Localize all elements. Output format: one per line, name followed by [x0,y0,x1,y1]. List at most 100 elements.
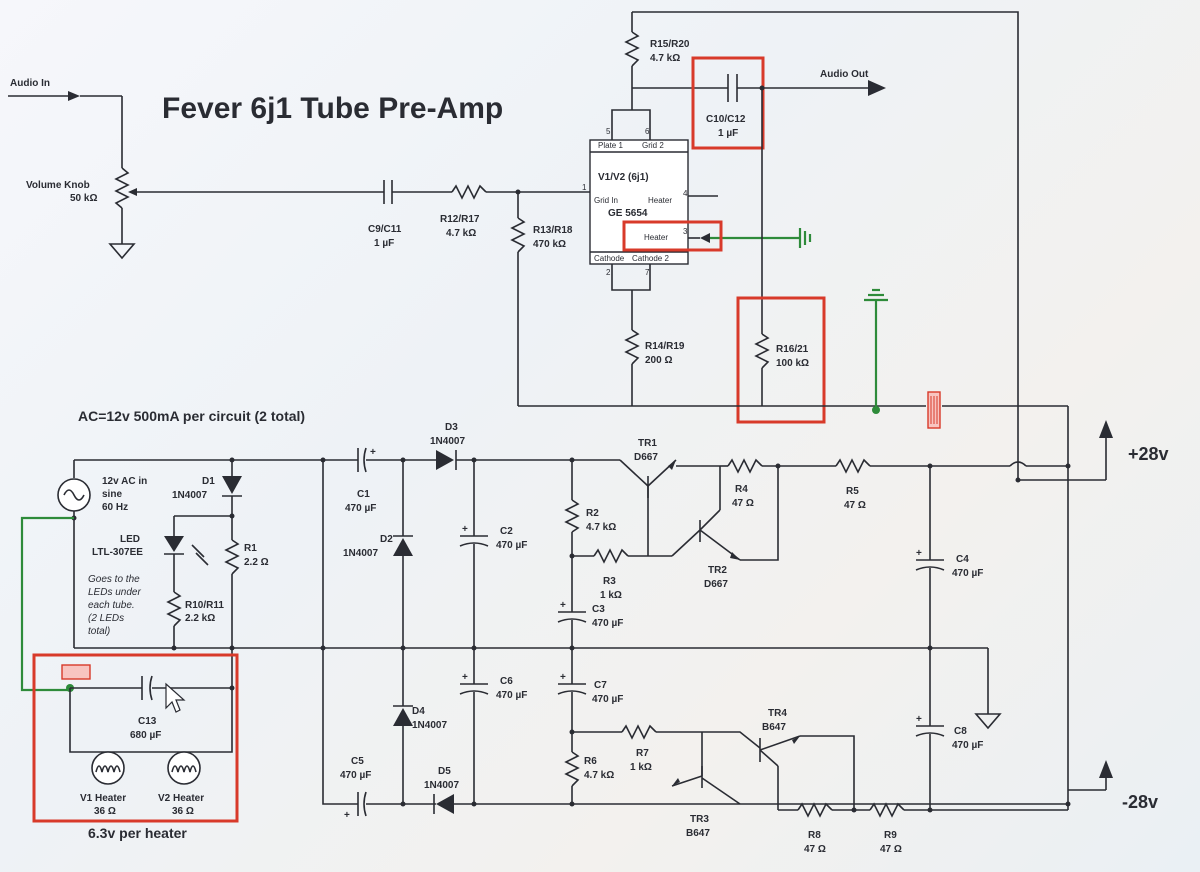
c4-cap[interactable]: + C4 470 µF [915,548,983,579]
r7-value: 1 kΩ [630,762,652,773]
c7-value: 470 µF [592,694,623,705]
c1-value: 470 µF [345,503,376,514]
r1-value: 2.2 Ω [244,557,269,568]
r16-name: R16/21 [776,344,809,355]
r12-resistor[interactable]: R12/R17 4.7 kΩ [440,184,487,239]
r16-resistor[interactable]: R16/21 100 kΩ [754,88,809,406]
r13-value: 470 kΩ [533,239,566,250]
r14-value: 200 Ω [645,355,672,366]
tr1-transistor[interactable]: TR1 D667 [619,438,677,556]
r5-value: 47 Ω [844,500,866,511]
c3-cap[interactable]: + C3 470 µF [557,600,623,629]
r16-highlight-box [736,296,826,424]
svg-text:LEDs under: LEDs under [88,587,141,598]
d5-diode[interactable]: D5 1N4007 [424,766,459,814]
c5-name: C5 [351,756,364,767]
r8-resistor[interactable]: R8 47 Ω [797,802,833,855]
v1-heater-name: V1 Heater [80,793,126,804]
v2-heater[interactable]: V2 Heater 36 Ω [158,751,204,817]
tr2-value: D667 [704,579,728,590]
r5-resistor[interactable]: R5 47 Ω [835,458,871,511]
r8-name: R8 [808,830,821,841]
r10-name: R10/R11 [185,600,224,611]
c7-cap[interactable]: + C7 470 µF [557,672,623,705]
r1-resistor[interactable]: R1 2.2 Ω [224,539,269,648]
led-name: LED [120,534,140,545]
c1-cap[interactable]: + C1 470 µF [345,447,376,514]
r1-name: R1 [244,543,257,554]
tr2-name: TR2 [708,565,727,576]
heater-note: 6.3v per heater [88,825,187,841]
c8-cap[interactable]: + C8 470 µF [915,714,983,751]
c3-value: 470 µF [592,618,623,629]
d2-diode[interactable]: D2 1N4007 [343,534,413,559]
r7-name: R7 [636,748,649,759]
d3-diode[interactable]: D3 1N4007 [430,422,465,470]
r6-resistor[interactable]: R6 4.7 kΩ [564,751,614,804]
c10-name: C10/C12 [706,114,746,125]
c2-cap[interactable]: + C2 470 µF [459,524,527,551]
c7-name: C7 [594,680,607,691]
r10-resistor[interactable]: R10/R11 2.2 kΩ [166,591,224,648]
svg-text:(2 LEDs: (2 LEDs [88,613,124,624]
c6-cap[interactable]: + C6 470 µF [459,672,527,701]
r13-name: R13/R18 [533,225,573,236]
r15-resistor[interactable]: R15/R20 4.7 kΩ [624,12,690,74]
c5-cap[interactable]: + C5 470 µF [340,756,371,821]
r3-resistor[interactable]: R3 1 kΩ [593,548,629,601]
svg-text:+: + [462,672,468,683]
r2-value: 4.7 kΩ [586,522,616,533]
tube-pin1: 1 [582,183,587,192]
tube-v1-v2[interactable]: Plate 1 Grid 2 V1/V2 (6j1) Grid In Heate… [582,127,689,277]
r7-resistor[interactable]: R7 1 kΩ [621,724,657,773]
r8-value: 47 Ω [804,844,826,855]
tube-pin6: 6 [645,127,650,136]
tr2-transistor[interactable]: TR2 D667 [671,509,741,590]
tr3-transistor[interactable]: TR3 B647 [671,732,741,839]
r15-name: R15/R20 [650,39,690,50]
c1-name: C1 [357,489,370,500]
heater-ground-symbol [798,228,812,248]
r9-resistor[interactable]: R9 47 Ω [869,802,905,855]
c6-value: 470 µF [496,690,527,701]
tube-cathode-label: Cathode [594,254,625,263]
volume-pot[interactable]: Volume Knob 50 kΩ [26,96,137,260]
d4-value: 1N4007 [412,720,447,731]
tube-pin5: 5 [606,127,611,136]
neg-rail-label: -28v [1122,792,1158,812]
svg-text:+: + [370,447,376,458]
r14-resistor[interactable]: R14/R19 200 Ω [624,329,685,406]
r2-resistor[interactable]: R2 4.7 kΩ [564,499,616,533]
d4-diode[interactable]: D4 1N4007 [393,705,447,731]
c9-cap[interactable]: C9/C11 1 µF [368,180,402,249]
tr1-name: TR1 [638,438,657,449]
led-indicator[interactable]: LED LTL-307EE [92,516,209,592]
v1-heater[interactable]: V1 Heater 36 Ω [80,751,126,817]
tube-grid-in-label: Grid In [594,196,618,205]
r4-resistor[interactable]: R4 47 Ω [727,458,763,509]
r13-resistor[interactable]: R13/R18 470 kΩ [510,192,573,406]
c13-name: C13 [138,716,157,727]
r4-value: 47 Ω [732,498,754,509]
d1-diode[interactable]: D1 1N4007 [172,460,242,540]
svg-text:+: + [462,524,468,535]
ac-source[interactable]: 12v AC in sine 60 Hz [57,460,147,518]
heater-break-marker [61,664,91,680]
tr4-transistor[interactable]: TR4 B647 [759,708,801,767]
tr4-name: TR4 [768,708,787,719]
volume-value: 50 kΩ [70,193,97,204]
c13-cap[interactable]: C13 680 µF [130,675,161,741]
svg-text:+: + [916,714,922,725]
ac-freq: 60 Hz [102,502,128,513]
tube-pin4: 4 [683,189,688,198]
c10-value: 1 µF [718,128,738,139]
v2-heater-name: V2 Heater [158,793,204,804]
tube-cathode2-label: Cathode 2 [632,254,669,263]
ac-sub: sine [102,489,122,500]
tube-model: GE 5654 [608,208,648,219]
c10-cap[interactable]: C10/C12 1 µF [706,74,746,139]
ac-name: 12v AC in [102,476,147,487]
r12-name: R12/R17 [440,214,480,225]
